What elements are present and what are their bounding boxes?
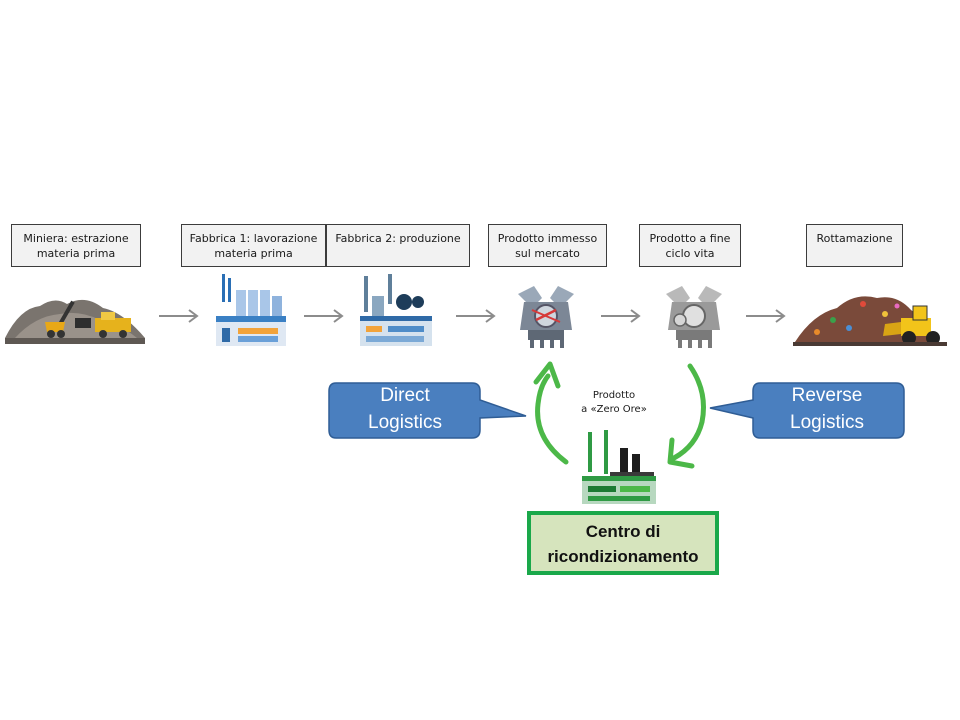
reverse-logistics-callout-shape: [709, 382, 905, 439]
zero-ore-label: Prodotto a «Zero Ore»: [566, 389, 662, 417]
flow-arrow-1: [159, 309, 199, 323]
cycle-arrow-down: [667, 363, 706, 469]
center-line1: Centro di: [585, 522, 661, 541]
stage-label-line2: materia prima: [214, 247, 293, 260]
direct-logistics-callout: Direct Logistics: [330, 382, 480, 436]
direct-logistics-callout-shape: [328, 382, 527, 439]
center-line2: ricondizionamento: [547, 547, 699, 566]
reverse-logistics-line1: Reverse: [791, 385, 863, 406]
stage-end-of-life: Prodotto a fine ciclo vita: [639, 224, 741, 267]
direct-logistics-line1: Direct: [380, 385, 430, 406]
factory-icon: [216, 274, 286, 346]
stage-on-market: Prodotto immesso sul mercato: [488, 224, 607, 267]
stage-scrapping: Rottamazione: [806, 224, 903, 267]
stage-factory-2: Fabbrica 2: produzione: [326, 224, 470, 267]
stage-label-line1: Prodotto immesso: [497, 232, 598, 245]
stage-label-line2: ciclo vita: [665, 247, 715, 260]
flow-arrow-2: [304, 309, 344, 323]
worn-engine-icon: [666, 286, 722, 348]
zero-ore-line1: Prodotto: [592, 390, 636, 401]
zero-ore-line2: a «Zero Ore»: [581, 404, 647, 415]
flow-arrow-4: [601, 309, 641, 323]
engine-icon: [518, 286, 574, 348]
cycle-arrow-up: [533, 361, 569, 465]
reverse-logistics-callout: Reverse Logistics: [753, 382, 901, 436]
scrapyard-icon: [793, 296, 947, 346]
stage-label-line1: Fabbrica 2: produzione: [335, 232, 461, 245]
stage-label-line1: Rottamazione: [816, 232, 893, 245]
mining-icon: [5, 299, 145, 344]
flow-arrow-5: [746, 309, 786, 323]
reverse-logistics-line2: Logistics: [790, 412, 864, 433]
stage-label-line1: Prodotto a fine: [649, 232, 731, 245]
direct-logistics-line2: Logistics: [368, 412, 442, 433]
stage-label-line1: Miniera: estrazione: [23, 232, 129, 245]
stage-label-line2: sul mercato: [515, 247, 580, 260]
flow-arrow-3: [456, 309, 496, 323]
stage-label-line2: materia prima: [36, 247, 116, 260]
stage-mining: Miniera: estrazione materia prima: [11, 224, 141, 267]
refurbishment-center-box: Centro di ricondizionamento: [527, 511, 719, 575]
stage-label-line1: Fabbrica 1: lavorazione: [189, 232, 318, 245]
refinery-icon: [360, 274, 432, 346]
refurbish-factory-icon: [582, 430, 656, 504]
stage-factory-1: Fabbrica 1: lavorazione materia prima: [181, 224, 326, 267]
